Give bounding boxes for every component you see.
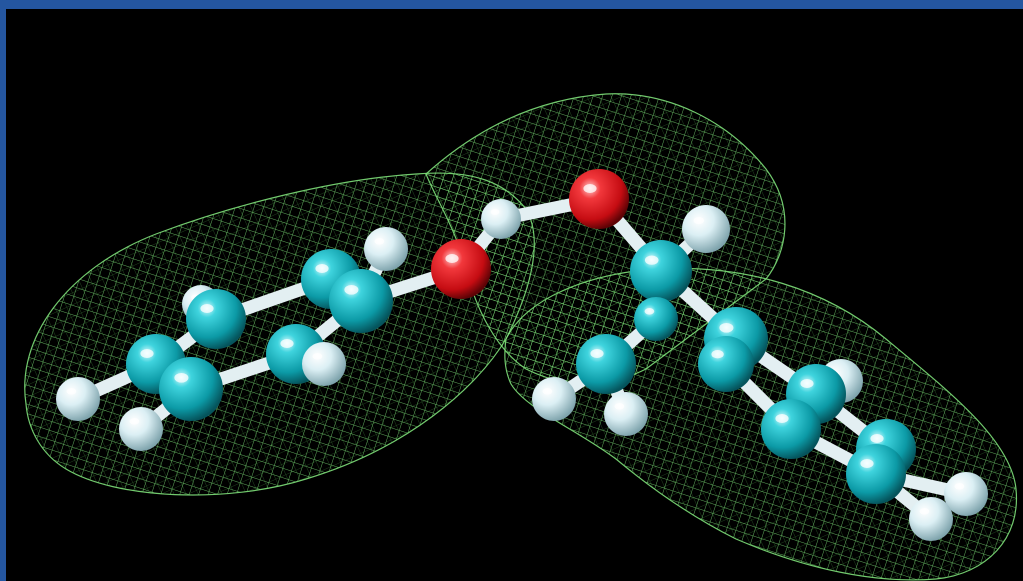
carbon-atom <box>698 336 754 392</box>
atom-highlight <box>583 184 597 193</box>
atom-highlight <box>644 255 659 265</box>
atom-highlight <box>140 349 154 358</box>
hydrogen-atom <box>302 342 346 386</box>
carbon-atom <box>186 289 246 349</box>
carbon-atom <box>576 334 636 394</box>
atom-highlight <box>445 254 459 263</box>
hydrogen-atom <box>364 227 408 271</box>
atom-highlight <box>775 414 789 423</box>
hydrogen-atom <box>944 472 988 516</box>
hydrogen-atom <box>682 205 730 253</box>
atom-highlight <box>280 339 294 348</box>
carbon-atom <box>846 444 906 504</box>
oxygen-atom <box>569 169 629 229</box>
atom-highlight <box>129 418 140 425</box>
carbon-atom <box>159 357 223 421</box>
hydrogen-atom <box>604 392 648 436</box>
hydrogen-atom <box>56 377 100 421</box>
atom-highlight <box>374 238 385 245</box>
atoms-layer <box>56 169 988 541</box>
atom-highlight <box>860 459 874 468</box>
atom-highlight <box>693 217 705 225</box>
atom-highlight <box>614 403 625 410</box>
atom-highlight <box>315 264 329 273</box>
atom-highlight <box>644 308 655 315</box>
oxygen-atom <box>431 239 491 299</box>
carbon-atom <box>329 269 393 333</box>
atom-highlight <box>200 304 214 313</box>
atom-highlight <box>312 353 323 360</box>
carbon-atom <box>634 297 678 341</box>
atom-highlight <box>870 434 884 443</box>
atom-highlight <box>542 388 553 395</box>
hydrogen-atom <box>119 407 163 451</box>
hydrogen-atom <box>909 497 953 541</box>
atom-highlight <box>590 349 604 358</box>
atom-highlight <box>711 350 724 359</box>
atom-highlight <box>800 379 814 388</box>
atom-highlight <box>919 508 930 515</box>
electron-density-surface <box>24 93 1018 581</box>
carbon-atom <box>761 399 821 459</box>
atom-highlight <box>719 323 734 333</box>
atom-highlight <box>66 388 77 395</box>
molecule-scene <box>24 93 1018 581</box>
atom-highlight <box>954 483 965 490</box>
hydrogen-atom <box>481 199 521 239</box>
carbon-atom <box>630 240 692 302</box>
atom-highlight <box>344 285 359 295</box>
atom-highlight <box>174 373 189 383</box>
hydrogen-atom <box>532 377 576 421</box>
atom-highlight <box>490 209 500 215</box>
